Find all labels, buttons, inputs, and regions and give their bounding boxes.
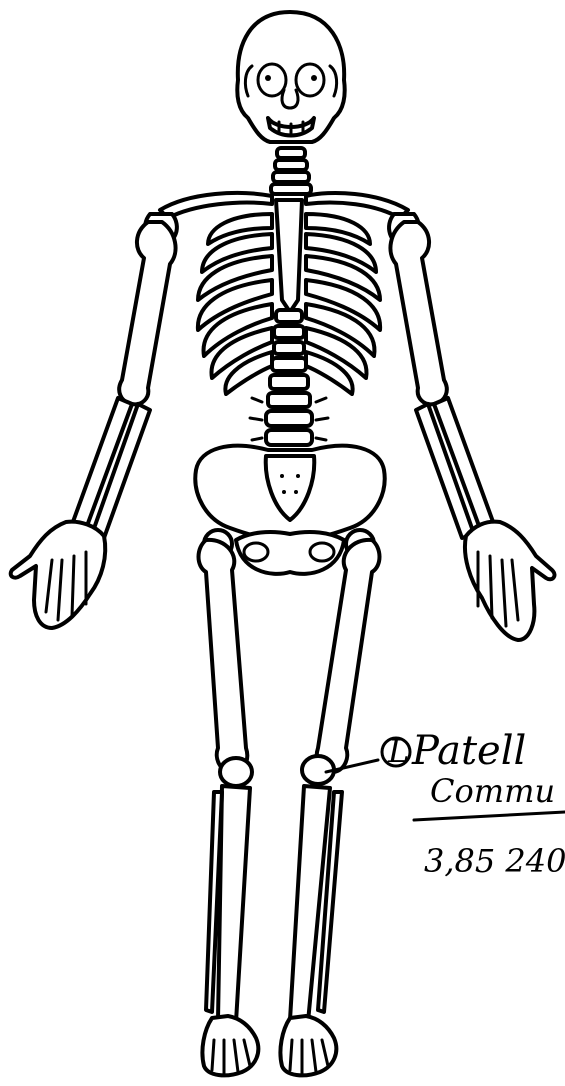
annotation-marker: L (387, 732, 409, 770)
annotation-line-2: Commu (430, 772, 555, 810)
right-arm (390, 222, 554, 640)
annotation-divider (414, 812, 565, 820)
annotation-line-3: 3,85 240 (424, 842, 565, 880)
patella-annotation: L Patell Commu 3,85 240 (326, 728, 565, 880)
left-leg (199, 530, 259, 1075)
skull (237, 12, 344, 142)
right-leg (280, 530, 379, 1075)
annotation-line-1: Patell (411, 728, 526, 774)
cervical-spine (271, 148, 311, 194)
left-arm (11, 222, 176, 628)
